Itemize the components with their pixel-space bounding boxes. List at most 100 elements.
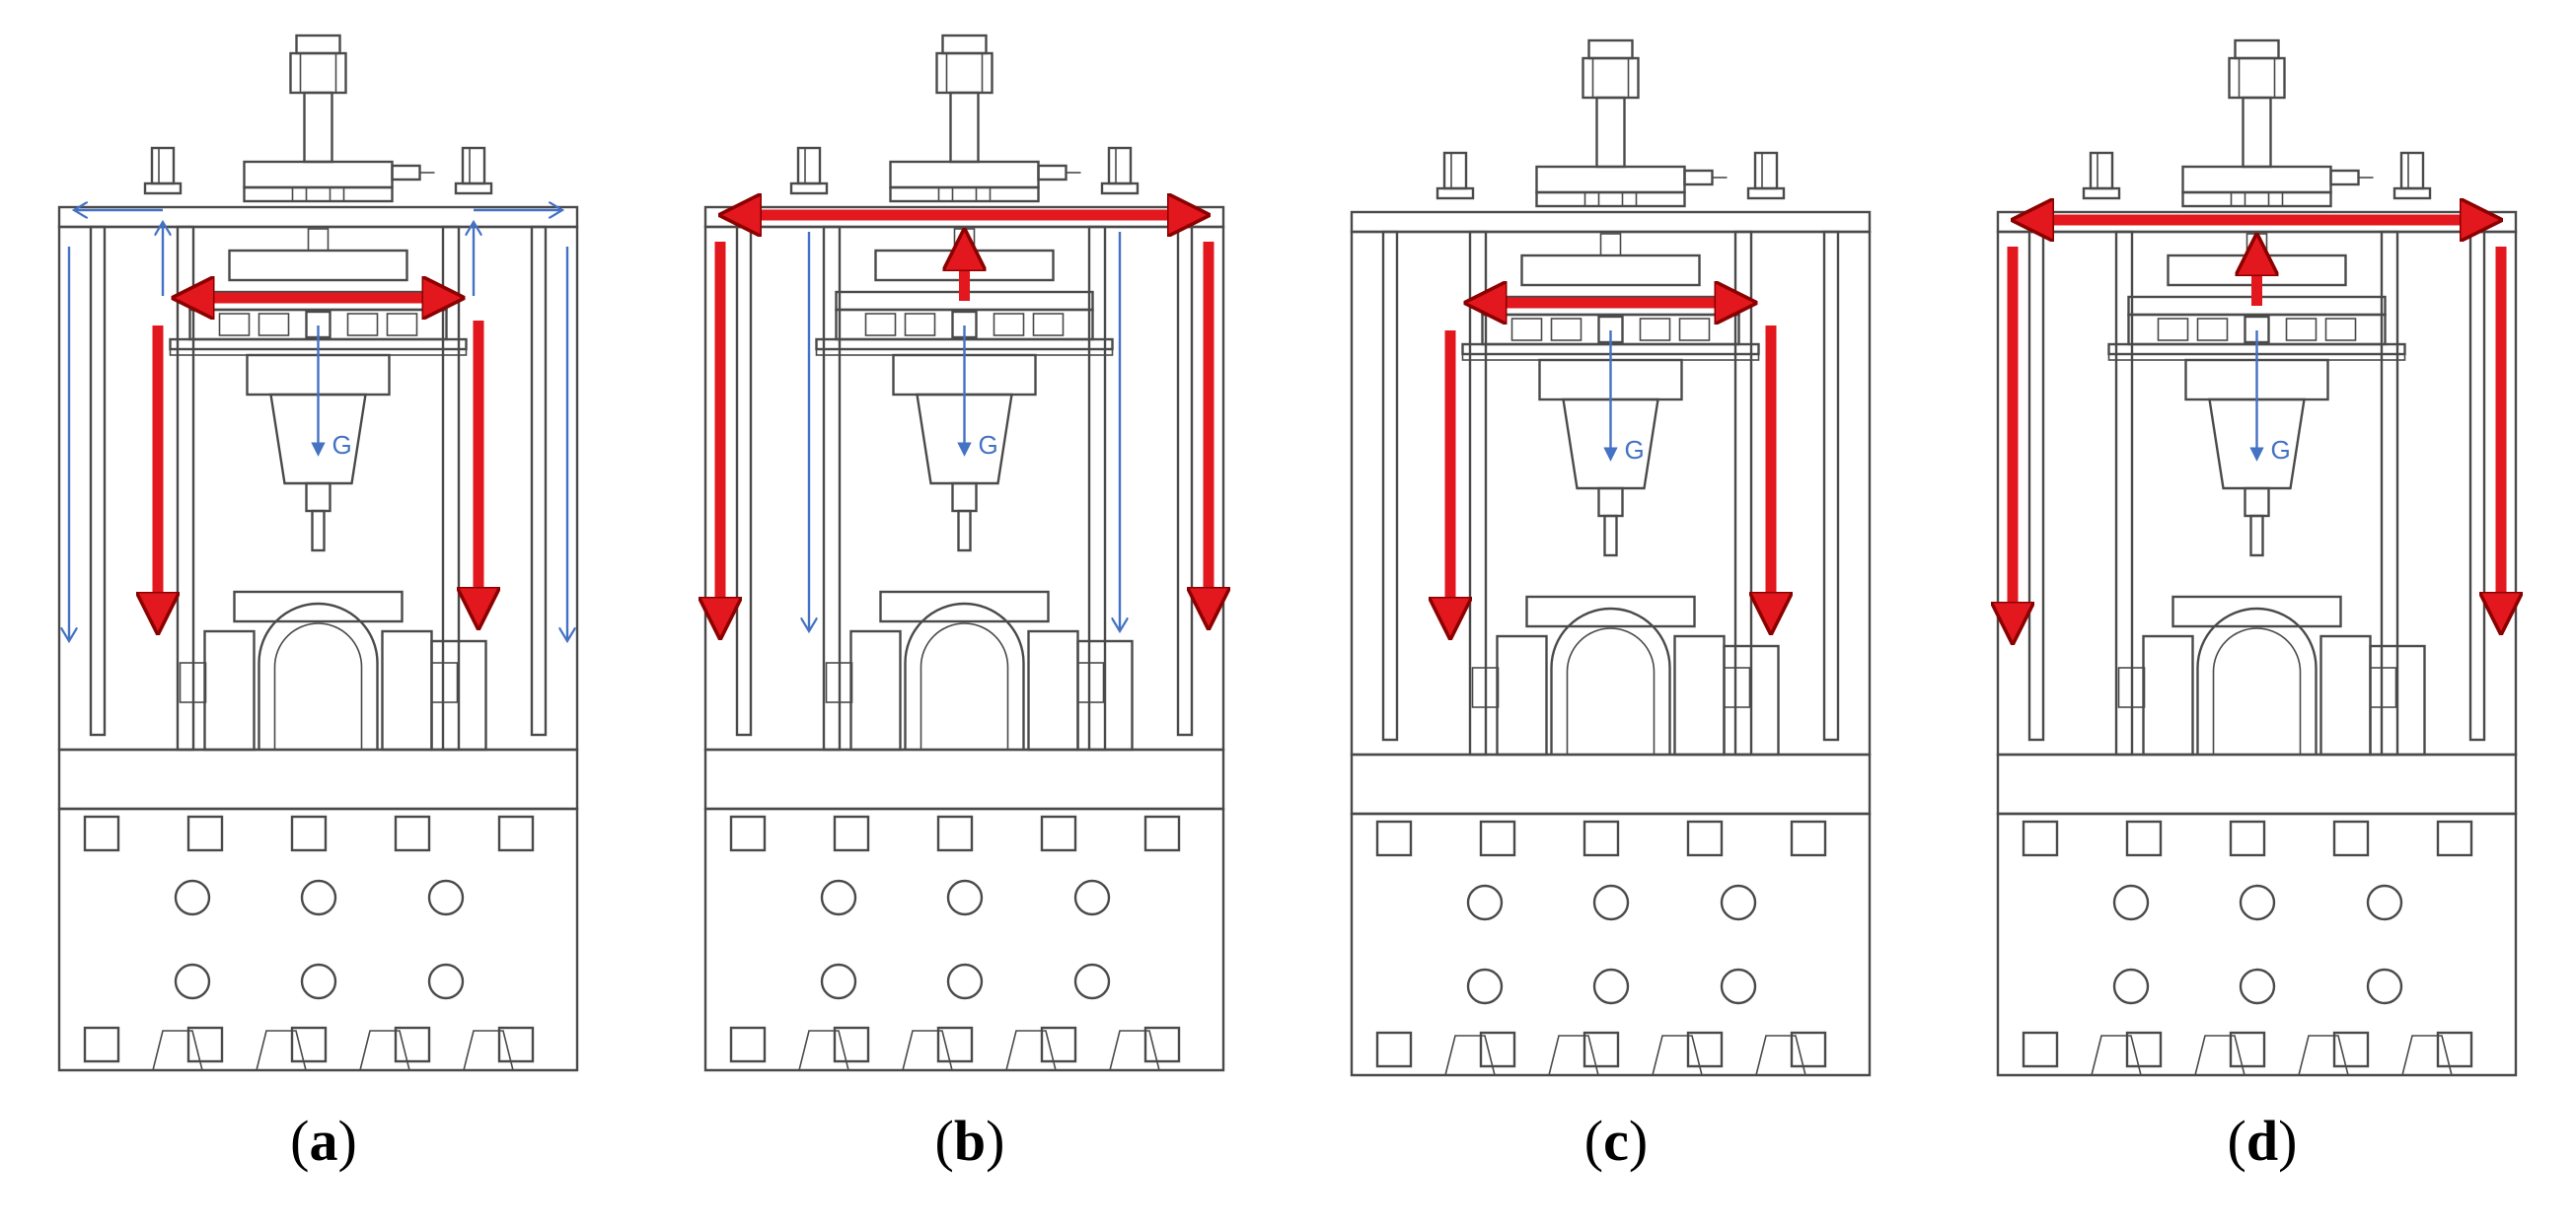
outer-column-right-b	[1176, 225, 1194, 737]
base-square-bottom-4-a	[497, 1026, 535, 1063]
base-hole-upper-1-b	[946, 879, 984, 916]
outer-column-left-c	[1381, 230, 1399, 742]
caption-label-c: c	[1603, 1109, 1629, 1173]
motor-flange-b	[889, 160, 1040, 189]
base-hole-lower-1-b	[946, 963, 984, 1000]
fixture-clamp-left-d	[2117, 667, 2146, 708]
fixture-clamp-right-c	[1723, 667, 1751, 708]
fixture-block-left-c	[1496, 634, 1548, 757]
base-square-top-3-a	[394, 815, 431, 852]
motor-cap-d	[2234, 38, 2280, 60]
frame-outline-d	[1996, 230, 2518, 757]
motor-cap-c	[1587, 38, 1634, 60]
machine-panel-c: G	[1350, 38, 1872, 1077]
fixture-top-b	[879, 590, 1050, 623]
fixture-arch-outer-c	[1550, 607, 1671, 755]
fixture-block-right-c	[1673, 634, 1726, 757]
base-square-bottom-2-c	[1582, 1031, 1620, 1068]
top-beam-c	[1350, 210, 1872, 234]
panel-caption-c: (c)	[1583, 1109, 1649, 1173]
base-square-bottom-0-d	[2022, 1031, 2059, 1068]
fixture-arch-outer-b	[904, 602, 1025, 750]
bolt-right-a	[329, 186, 345, 202]
spindle-cone-a	[269, 393, 367, 485]
outer-column-right-c	[1822, 230, 1840, 742]
post-0-d	[2089, 151, 2114, 190]
caption-label-b: b	[953, 1109, 987, 1173]
base-band-b	[703, 748, 1225, 811]
carriage-clamp-2-c	[1639, 318, 1671, 341]
base-square-top-0-a	[83, 815, 120, 852]
base-square-bottom-1-c	[1479, 1031, 1516, 1068]
post-1-d	[2399, 151, 2425, 190]
post-base-1-c	[1746, 186, 1786, 200]
base-square-top-0-c	[1375, 820, 1413, 857]
base-square-top-4-d	[2436, 820, 2473, 857]
post-1-b	[1107, 146, 1133, 185]
base-square-bottom-3-d	[2332, 1031, 2370, 1068]
base-hole-lower-1-d	[2239, 968, 2276, 1005]
post-1-c	[1753, 151, 1779, 190]
base-square-top-0-b	[729, 815, 767, 852]
base-square-bottom-0-a	[83, 1026, 120, 1063]
fixture-clamp-right-b	[1076, 662, 1105, 703]
base-hole-lower-0-b	[820, 963, 857, 1000]
base-hole-upper-0-b	[820, 879, 857, 916]
base-square-top-1-b	[833, 815, 870, 852]
carriage-clamp-0-b	[864, 313, 897, 336]
tool-bit-d	[2249, 514, 2264, 557]
bolt-right-c	[1621, 191, 1638, 207]
motor-body-b	[935, 51, 994, 95]
fixture-clamp-left-a	[179, 662, 207, 703]
base-square-top-1-c	[1479, 820, 1516, 857]
carriage-clamp-0-c	[1510, 318, 1543, 341]
base-square-top-0-d	[2022, 820, 2059, 857]
outer-column-left-b	[735, 225, 753, 737]
post-base-0-c	[1435, 186, 1475, 200]
fixture-clamp-left-c	[1471, 667, 1500, 708]
base-body-a	[57, 807, 579, 1072]
frame-outline-c	[1350, 230, 1872, 757]
frame-outline-b	[703, 225, 1225, 752]
base-hole-lower-2-b	[1073, 963, 1111, 1000]
post-base-1-d	[2392, 186, 2432, 200]
base-square-top-2-c	[1582, 820, 1620, 857]
base-hole-lower-0-d	[2112, 968, 2150, 1005]
fixture-arch-inner-d	[2212, 627, 2302, 755]
motor-connector-d	[2329, 169, 2360, 186]
base-square-top-3-d	[2332, 820, 2370, 857]
base-square-top-1-d	[2125, 820, 2163, 857]
base-teeth-c	[1426, 1035, 1806, 1076]
base-body-c	[1350, 812, 1872, 1077]
fixture-clamp-right-a	[430, 662, 459, 703]
carriage-clamp-3-a	[386, 313, 418, 336]
carriage-clamp-2-a	[346, 313, 379, 336]
base-hole-lower-2-d	[2366, 968, 2403, 1005]
base-square-top-3-b	[1040, 815, 1077, 852]
base-square-top-2-d	[2229, 820, 2266, 857]
motor-cap-a	[295, 34, 341, 55]
caption-label-d: d	[2245, 1109, 2279, 1173]
base-hole-lower-1-a	[300, 963, 337, 1000]
outer-column-right-a	[530, 225, 548, 737]
base-hole-lower-0-a	[174, 963, 211, 1000]
tool-bit-c	[1603, 514, 1618, 557]
motor-flange-a	[243, 160, 394, 189]
tool-holder-a	[305, 481, 331, 513]
machine-panel-d: G	[1996, 38, 2518, 1077]
motor-flange-d	[2181, 165, 2332, 194]
fixture-block-right-b	[1027, 629, 1079, 752]
carriage-clamp-3-d	[2324, 318, 2357, 341]
base-square-bottom-3-a	[394, 1026, 431, 1063]
base-square-top-2-a	[290, 815, 328, 852]
base-square-bottom-2-b	[936, 1026, 974, 1063]
base-hole-lower-0-c	[1466, 968, 1504, 1005]
tool-bit-a	[311, 509, 326, 552]
base-hole-upper-1-d	[2239, 884, 2276, 921]
machine-panel-a: G	[57, 34, 579, 1072]
base-hole-upper-0-d	[2112, 884, 2150, 921]
bolt-left-d	[2230, 191, 2246, 207]
carriage-clamp-3-b	[1032, 313, 1065, 336]
base-square-top-4-b	[1143, 815, 1181, 852]
base-square-bottom-1-b	[833, 1026, 870, 1063]
